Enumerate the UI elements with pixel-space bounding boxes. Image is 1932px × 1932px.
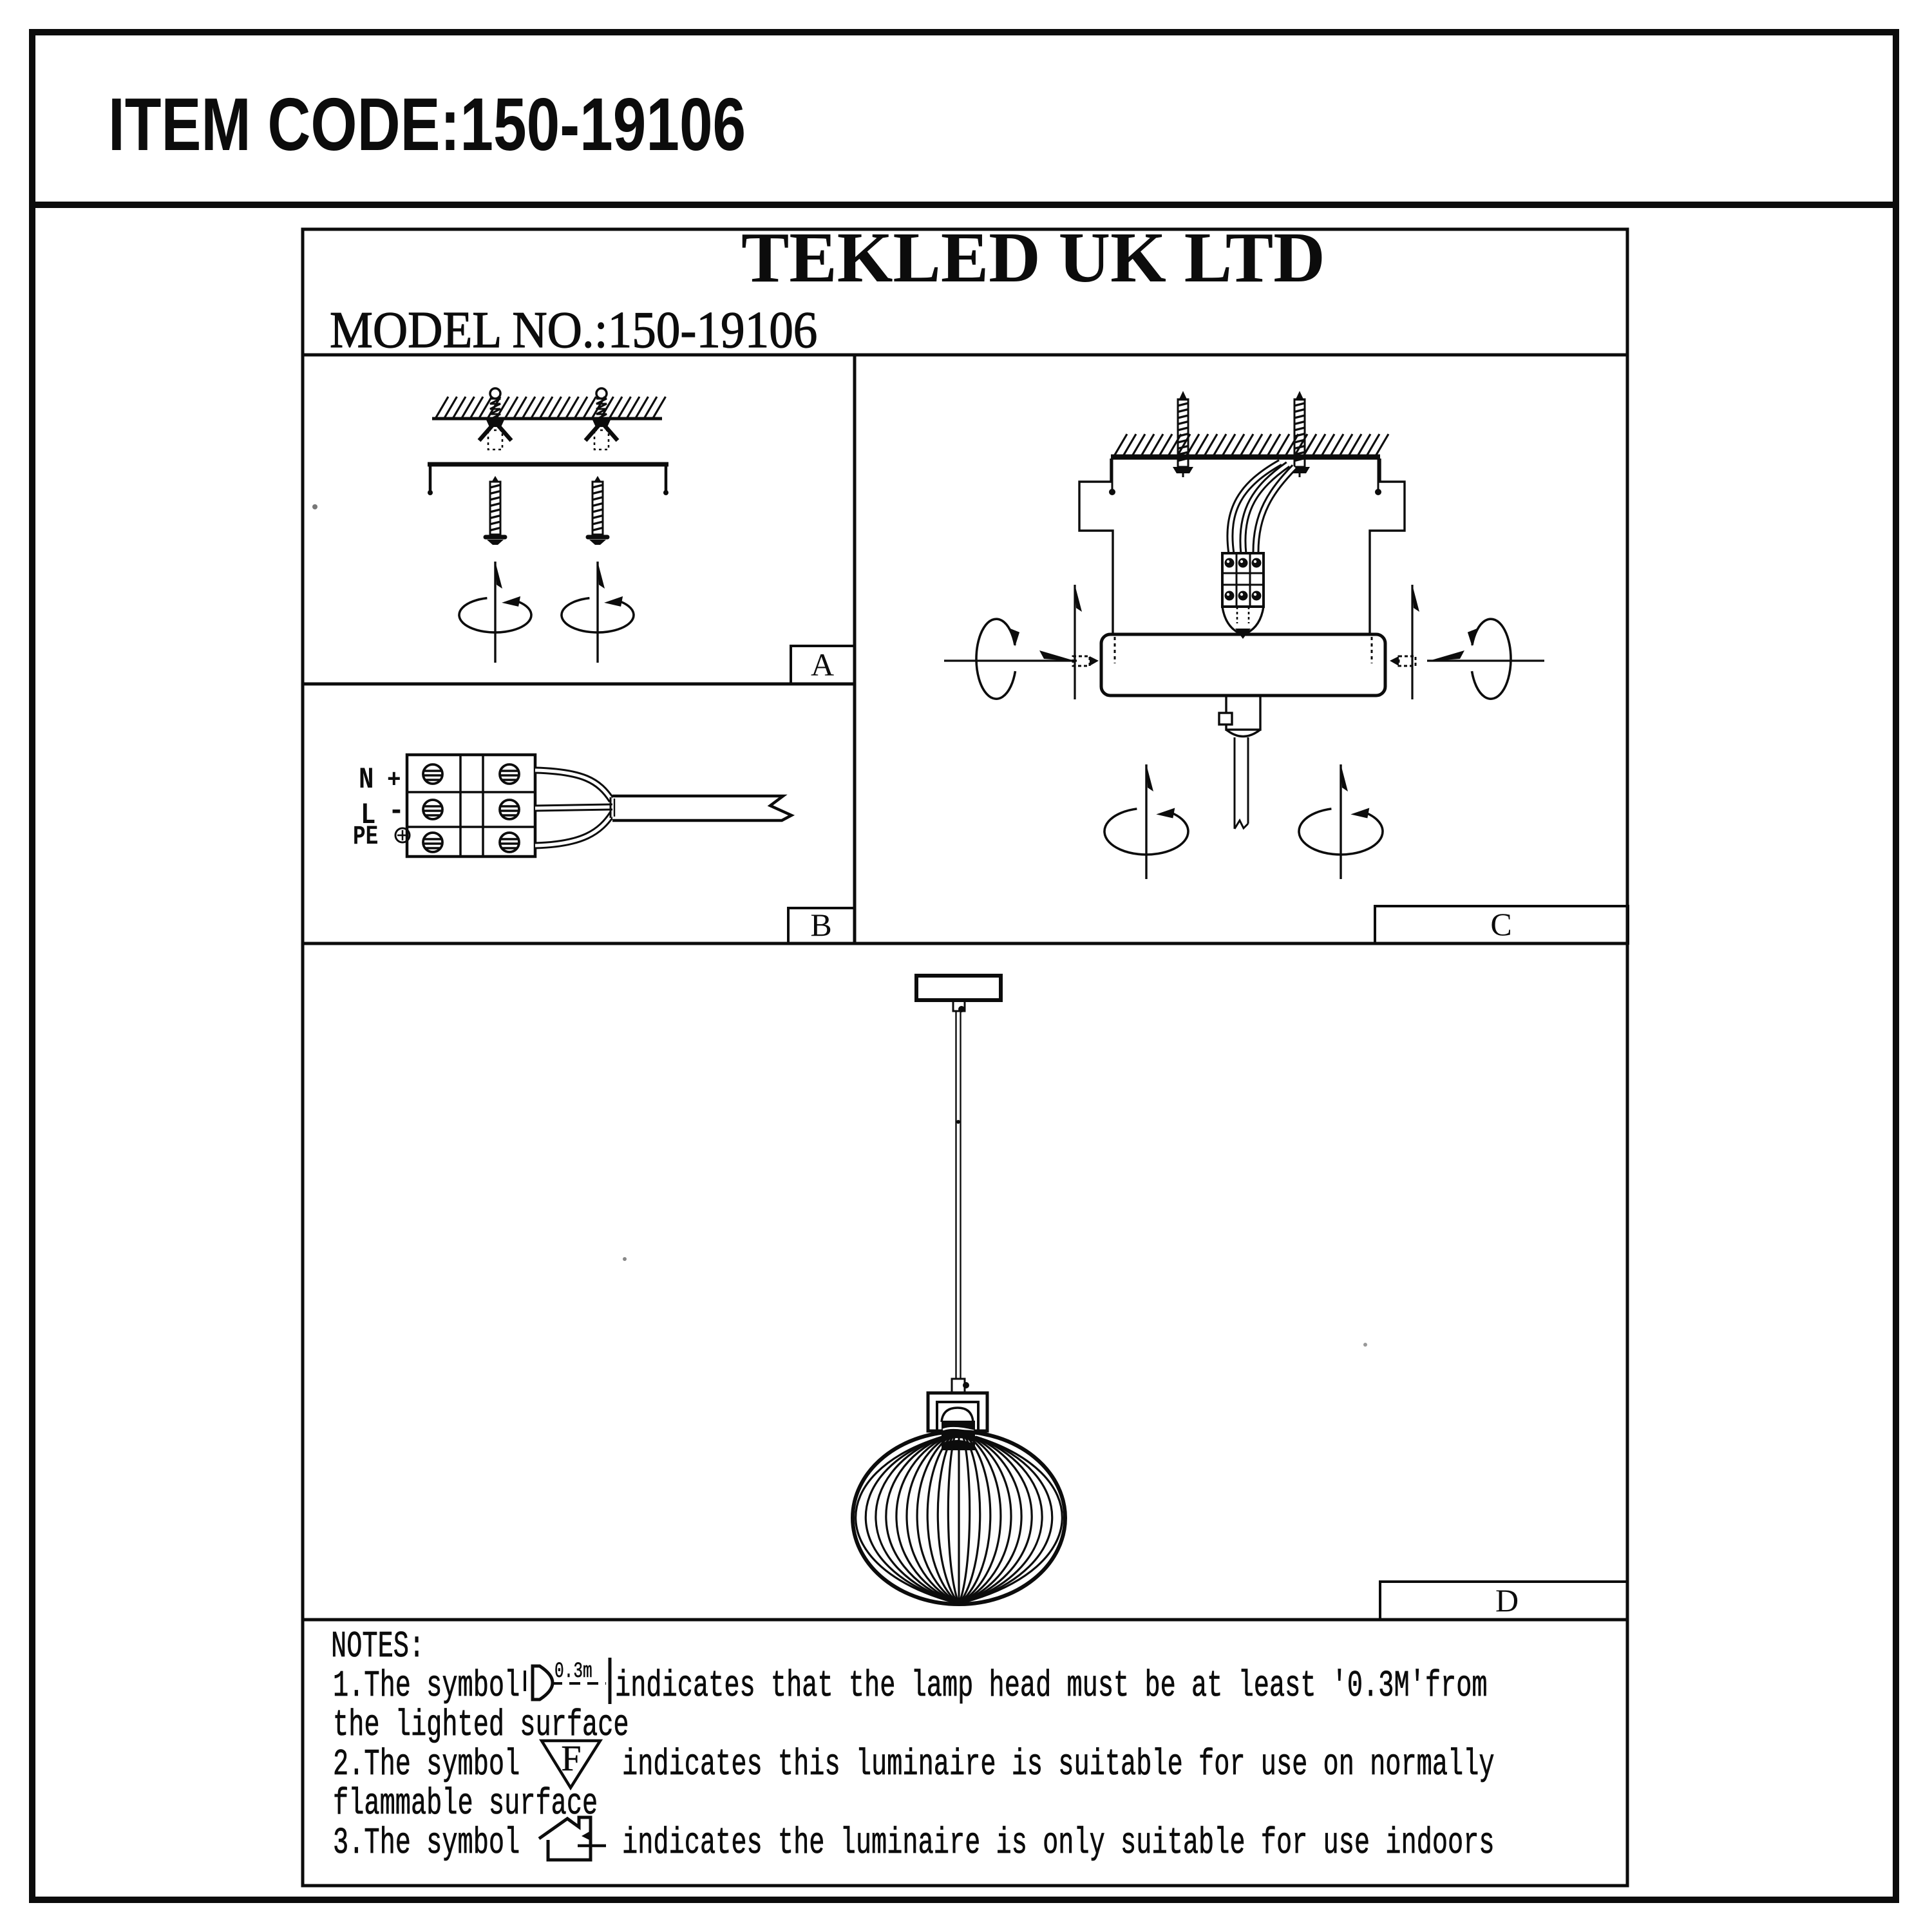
- svg-text:1.The symbol: 1.The symbol: [333, 1665, 520, 1707]
- svg-text:+: +: [387, 766, 401, 795]
- svg-text:ITEM CODE:150-19106: ITEM CODE:150-19106: [108, 83, 746, 166]
- svg-text:-: -: [388, 795, 404, 829]
- svg-text:0.3m: 0.3m: [554, 1658, 592, 1683]
- svg-text:PE: PE: [353, 822, 378, 853]
- svg-text:A: A: [811, 647, 834, 683]
- svg-text:C: C: [1490, 906, 1511, 942]
- svg-text:N: N: [359, 762, 374, 797]
- svg-text:L: L: [361, 798, 375, 832]
- svg-text:2.The symbol: 2.The symbol: [333, 1743, 520, 1785]
- svg-text:NOTES:: NOTES:: [331, 1625, 424, 1667]
- svg-text:B: B: [810, 907, 831, 943]
- svg-text:indicates that the lamp head m: indicates that the lamp head must be at …: [615, 1665, 1488, 1707]
- svg-text:D: D: [1495, 1582, 1519, 1618]
- svg-text:F: F: [561, 1739, 581, 1779]
- svg-text:indicates the luminaire is onl: indicates the luminaire is only suitable…: [622, 1822, 1495, 1864]
- svg-text:indicates this luminaire is su: indicates this luminaire is suitable for…: [622, 1743, 1495, 1785]
- svg-text:TEKLED UK LTD: TEKLED UK LTD: [741, 218, 1325, 298]
- svg-text:MODEL NO.:150-19106: MODEL NO.:150-19106: [330, 301, 817, 359]
- svg-text:3.The symbol: 3.The symbol: [333, 1822, 520, 1864]
- svg-text:flammable surface: flammable surface: [333, 1783, 598, 1824]
